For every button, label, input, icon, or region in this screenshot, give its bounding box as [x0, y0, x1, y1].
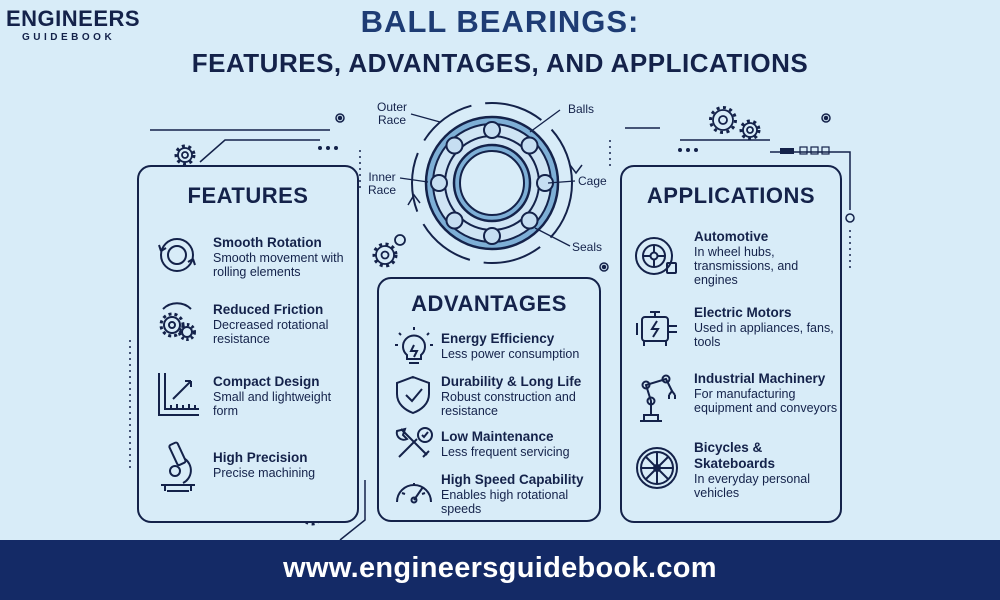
application-desc: In wheel hubs, transmissions, and engine… [694, 245, 799, 287]
advantages-title: ADVANTAGES [411, 291, 567, 316]
page-subtitle: FEATURES, ADVANTAGES, AND APPLICATIONS [191, 48, 809, 78]
robot-arm-icon [636, 371, 680, 425]
logo-wordmark: ENGINEERS [6, 6, 141, 31]
advantage-title: Durability & Long Life [441, 374, 582, 389]
application-desc: In everyday personal vehicles [694, 472, 811, 500]
feature-item-reduced-friction: Reduced Friction Decreased rotational re… [213, 302, 353, 346]
feature-desc: Small and lightweight form [213, 390, 332, 418]
tools-icon [393, 423, 435, 463]
feature-desc: Decreased rotational resistance [213, 318, 329, 346]
wheel-icon [634, 231, 678, 281]
label-outer-race: Outer Race [377, 100, 408, 127]
application-item-automotive: Automotive In wheel hubs, transmissions,… [694, 229, 840, 287]
feature-desc: Smooth movement with rolling elements [213, 251, 344, 279]
feature-desc: Precise machining [213, 466, 316, 480]
footer-url[interactable]: www.engineersguidebook.com [283, 552, 717, 584]
application-title: Automotive [694, 229, 769, 244]
label-inner-race: Inner Race [368, 170, 397, 197]
advantage-item-energy-efficiency: Energy Efficiency Less power consumption [441, 331, 597, 361]
application-item-bicycles: Bicycles & Skateboards In everyday perso… [694, 440, 840, 500]
feature-title: Reduced Friction [213, 302, 324, 317]
label-seals: Seals [572, 240, 603, 254]
applications-panel: APPLICATIONS Automotive In wheel hubs, t… [620, 165, 842, 523]
application-title: Bicycles & Skateboards [694, 440, 776, 471]
speedometer-icon [393, 472, 435, 508]
bearing-diagram [407, 102, 583, 264]
features-panel: FEATURES Smooth Rotation Smooth movement… [137, 165, 359, 523]
feature-item-compact-design: Compact Design Small and lightweight for… [213, 374, 353, 418]
feature-item-smooth-rotation: Smooth Rotation Smooth movement with rol… [213, 235, 353, 279]
advantage-desc: Less frequent servicing [441, 445, 570, 459]
ruler-icon [155, 371, 199, 419]
motor-icon [634, 309, 680, 349]
advantage-title: High Speed Capability [441, 472, 584, 487]
page-title: BALL BEARINGS: [360, 4, 640, 39]
advantage-desc: Less power consumption [441, 347, 580, 361]
application-title: Industrial Machinery [694, 371, 826, 386]
feature-item-high-precision: High Precision Precise machining [213, 450, 353, 480]
applications-title: APPLICATIONS [646, 183, 816, 208]
feature-title: High Precision [213, 450, 308, 465]
rotation-icon [155, 233, 199, 277]
application-item-industrial-machinery: Industrial Machinery For manufacturing e… [694, 371, 840, 415]
application-desc: For manufacturing equipment and conveyor… [694, 387, 838, 415]
label-balls: Balls [568, 102, 595, 116]
lightbulb-icon [393, 325, 435, 367]
gears-icon [155, 301, 199, 345]
shield-icon [393, 374, 435, 416]
advantage-title: Energy Efficiency [441, 331, 555, 346]
application-title: Electric Motors [694, 305, 792, 320]
feature-title: Compact Design [213, 374, 320, 389]
footer-banner: www.engineersguidebook.com [0, 540, 1000, 600]
label-cage: Cage [578, 174, 607, 188]
advantage-item-durability: Durability & Long Life Robust constructi… [441, 374, 597, 418]
advantage-title: Low Maintenance [441, 429, 554, 444]
advantages-panel: ADVANTAGES Energy Efficiency Less power … [377, 277, 601, 522]
microscope-icon [157, 439, 199, 493]
application-desc: Used in appliances, fans, tools [694, 321, 834, 349]
advantage-item-low-maintenance: Low Maintenance Less frequent servicing [441, 429, 597, 459]
logo-subtitle: GUIDEBOOK [22, 32, 116, 43]
bicycle-wheel-icon [634, 445, 680, 491]
advantage-desc: Enables high rotational speeds [441, 488, 569, 516]
application-item-electric-motors: Electric Motors Used in appliances, fans… [694, 305, 840, 349]
advantage-desc: Robust construction and resistance [441, 390, 576, 418]
feature-title: Smooth Rotation [213, 235, 322, 250]
features-title: FEATURES [187, 183, 309, 208]
advantage-item-high-speed: High Speed Capability Enables high rotat… [441, 472, 597, 516]
